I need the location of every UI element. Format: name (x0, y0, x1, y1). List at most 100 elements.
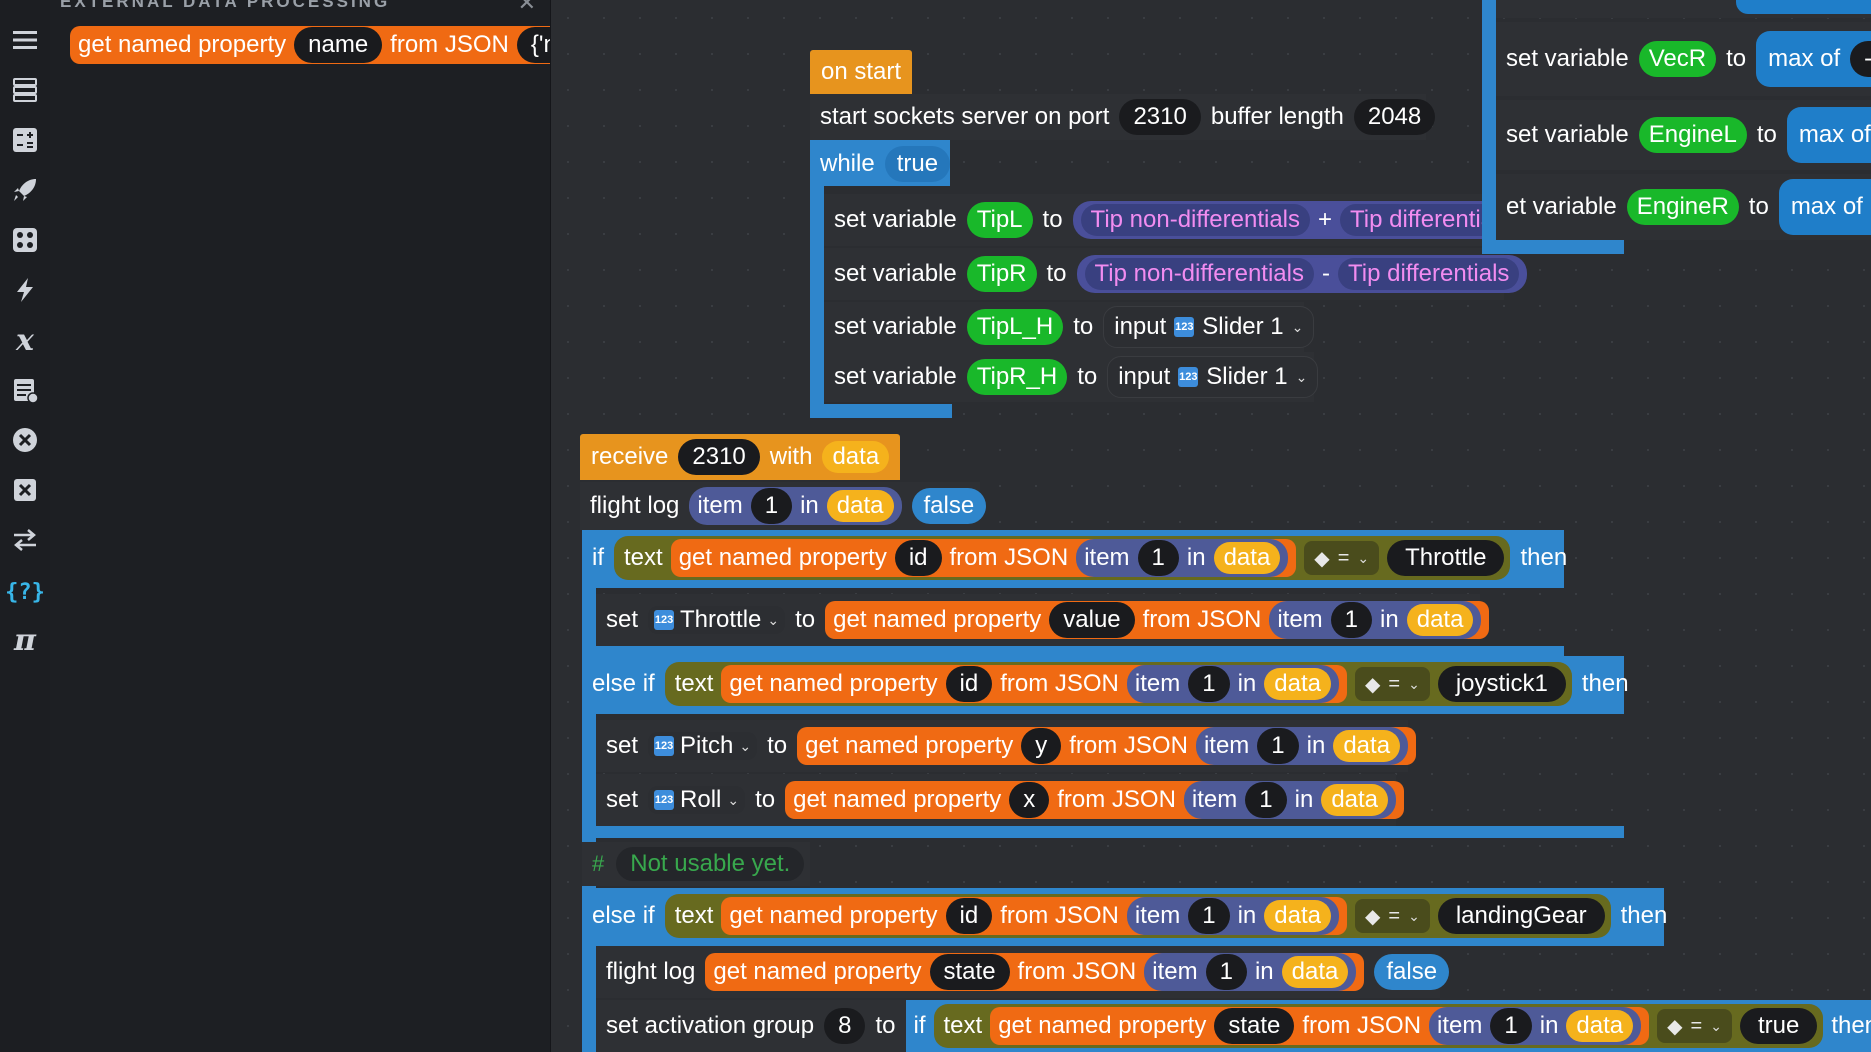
chevron-down-icon: ⌄ (1408, 675, 1420, 692)
var-tipr[interactable]: TipR (966, 256, 1037, 292)
calculator-icon[interactable] (5, 120, 45, 160)
else-if-landing-gear-header: else if text get named property id from … (592, 894, 1667, 938)
json-braces-icon[interactable]: {?} (5, 579, 45, 605)
set-variable-enginel-block[interactable]: set variable EngineL to max of (1496, 100, 1871, 170)
input-slider-block[interactable]: input 123 Slider 1 ⌄ (1107, 356, 1319, 398)
menu-icon[interactable] (5, 20, 45, 60)
var-tipl-h[interactable]: TipL_H (966, 309, 1064, 345)
compare-operator-dropdown[interactable]: ◆ = ⌄ (1355, 899, 1430, 933)
set-variable-enginer-block[interactable]: et variable EngineR to max of (1496, 174, 1871, 240)
text-compare-block[interactable]: text get named property id from JSON ite… (664, 894, 1611, 938)
while-condition[interactable]: true (884, 146, 951, 182)
text-compare-block[interactable]: text get named property id from JSON ite… (614, 536, 1511, 580)
pi-icon[interactable]: π (14, 622, 36, 658)
on-start-block[interactable]: on start (810, 50, 913, 94)
flyout-get-named-property-block[interactable]: get named property name from JSON {'name… (70, 26, 550, 64)
variable-circle-icon[interactable] (5, 420, 45, 460)
else-if-joystick-header: else if text get named property id from … (592, 662, 1629, 706)
chevron-down-icon: ⌄ (1357, 549, 1370, 566)
variable-x-icon[interactable]: x (16, 322, 34, 358)
chevron-down-icon[interactable]: ⌄ (1291, 318, 1304, 335)
receive-data-var[interactable]: data (822, 441, 890, 473)
set-activation-group-block[interactable]: set activation group 8 to if text get na… (596, 1000, 1871, 1052)
variable-box-icon[interactable] (5, 470, 45, 510)
buffer-field[interactable]: 2048 (1353, 99, 1436, 135)
get-named-property-block[interactable]: get named property state from JSON item … (705, 953, 1365, 991)
close-icon[interactable]: ✕ (517, 0, 536, 15)
swap-arrows-icon[interactable] (5, 520, 45, 560)
list-add-icon[interactable] (5, 370, 45, 410)
throttle-dropdown[interactable]: 123 Throttle ⌄ (648, 606, 786, 634)
chevron-down-icon: ⌄ (767, 611, 780, 628)
flight-log-block[interactable]: flight log item 1 in data false (580, 482, 987, 530)
receive-block[interactable]: receive 2310 with data (580, 434, 901, 480)
server-icon[interactable] (5, 70, 45, 110)
chevron-down-icon[interactable]: ⌄ (1295, 368, 1308, 385)
set-roll-block[interactable]: set 123 Roll ⌄ to get named property x f… (596, 774, 1405, 826)
if-header: if text get named property id from JSON … (592, 536, 1567, 580)
chevron-down-icon: ⌄ (727, 791, 740, 808)
chevron-down-icon: ⌄ (739, 737, 752, 754)
chevron-down-icon: ⌄ (1408, 907, 1420, 924)
get-named-property-block[interactable]: get named property id from JSON item 1 i… (670, 539, 1297, 577)
rocket-icon[interactable] (5, 170, 45, 210)
compare-string[interactable]: landingGear (1437, 898, 1605, 934)
max-of-block[interactable]: max of (1786, 107, 1871, 163)
set-variable-tipr-block[interactable]: set variable TipR to Tip non-differentia… (824, 248, 1528, 300)
comment-text[interactable]: Not usable yet. (616, 847, 805, 881)
item-in-block[interactable]: item 1 in data (689, 487, 902, 525)
var-tipr-h[interactable]: TipR_H (966, 359, 1068, 395)
set-pitch-block[interactable]: set 123 Pitch ⌄ to get named property y … (596, 720, 1417, 772)
get-named-property-block[interactable]: get named property value from JSON item … (825, 601, 1490, 639)
get-named-property-block[interactable]: get named property x from JSON item 1 in… (785, 781, 1405, 819)
comment-block[interactable]: # Not usable yet. (582, 842, 810, 886)
compare-string[interactable]: true (1739, 1008, 1818, 1044)
var-tipl[interactable]: TipL (966, 202, 1033, 238)
var-enginel[interactable]: EngineL (1638, 117, 1747, 153)
number-icon: 123 (1178, 367, 1199, 387)
set-variable-tipl-block[interactable]: set variable TipL to Tip non-differentia… (824, 194, 1530, 246)
while-block-foot (810, 404, 952, 418)
set-throttle-block[interactable]: set 123 Throttle ⌄ to get named property… (596, 594, 1490, 646)
compare-string[interactable]: Throttle (1387, 540, 1505, 576)
get-named-property-block[interactable]: get named property id from JSON item 1 i… (721, 897, 1347, 935)
receive-port-field[interactable]: 2310 (678, 439, 760, 475)
compare-operator-dropdown[interactable]: ◆ = ⌄ (1657, 1009, 1732, 1043)
start-sockets-server-block[interactable]: start sockets server on port 2310 buffer… (810, 94, 1436, 140)
max-of-block[interactable]: max of (1778, 179, 1871, 235)
activation-group-number[interactable]: 8 (824, 1008, 866, 1044)
text-compare-block[interactable]: text get named property state from JSON … (933, 1004, 1824, 1048)
inline-if-block[interactable]: if text get named property state from JS… (905, 1000, 1871, 1052)
while-header: while true (820, 146, 951, 182)
flight-log-state-block[interactable]: flight log get named property state from… (596, 946, 1450, 998)
prop-field[interactable]: name (294, 27, 383, 63)
compare-operator-dropdown[interactable]: ◆ = ⌄ (1304, 541, 1380, 575)
gamepad-icon[interactable] (5, 220, 45, 260)
port-field[interactable]: 2310 (1119, 99, 1201, 135)
right-loop-foot (1482, 240, 1624, 254)
pitch-dropdown[interactable]: 123 Pitch ⌄ (648, 732, 758, 760)
var-vecr[interactable]: VecR (1638, 41, 1717, 77)
set-variable-tipl-h-block[interactable]: set variable TipL_H to input 123 Slider … (824, 302, 1315, 352)
number-icon: 123 (1174, 317, 1195, 337)
compare-operator-dropdown[interactable]: ◆ = ⌄ (1355, 667, 1430, 701)
compare-string[interactable]: joystick1 (1437, 666, 1566, 702)
roll-dropdown[interactable]: 123 Roll ⌄ (648, 786, 746, 814)
get-named-property-block[interactable]: get named property id from JSON item 1 i… (721, 665, 1347, 703)
flight-log-flag[interactable]: false (911, 488, 987, 524)
json-field[interactable]: {'name':' (516, 27, 550, 63)
number-icon: 123 (654, 790, 675, 810)
var-enginer[interactable]: EngineR (1626, 189, 1739, 225)
get-named-property-block[interactable]: get named property y from JSON item 1 in… (797, 727, 1417, 765)
get-named-property-block[interactable]: get named property state from JSON item … (990, 1007, 1650, 1045)
max-of-block[interactable]: max of -2 (1756, 31, 1871, 87)
input-slider-block[interactable]: input 123 Slider 1 ⌄ (1103, 306, 1315, 348)
math-minus-block[interactable]: Tip non-differentials - Tip differential… (1076, 255, 1528, 293)
set-variable-vecr-block[interactable]: set variable VecR to max of -2 (1496, 22, 1871, 96)
lightning-icon[interactable] (5, 270, 45, 310)
while-block-arm (810, 186, 824, 406)
set-variable-tipr-h-block[interactable]: set variable TipR_H to input 123 Slider … (824, 352, 1319, 402)
flyout-panel: EXTERNAL DATA PROCESSING ✕ get named pro… (50, 0, 551, 1052)
text-compare-block[interactable]: text get named property id from JSON ite… (664, 662, 1572, 706)
math-plus-block[interactable]: Tip non-differentials + Tip differential… (1072, 201, 1530, 239)
